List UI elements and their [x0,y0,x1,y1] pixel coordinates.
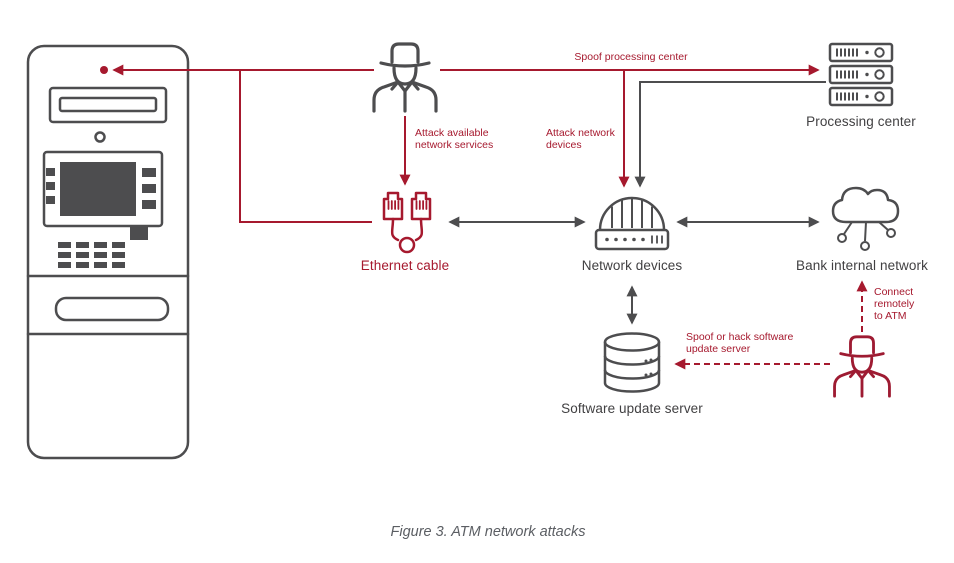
atm-machine-icon [26,44,190,460]
label-bank-internal-network: Bank internal network [796,258,928,273]
annotation-attack-available-network-services: Attack available network services [415,127,494,151]
label-processing-center: Processing center [806,114,916,129]
label-network-devices: Network devices [581,258,683,273]
annotation-spoof-or-hack-software-update-server: Spoof or hack software update server [686,331,794,355]
annotation-connect-remotely-to-atm: Connect remotely to ATM [874,286,915,322]
ethernet-connectors-icon [382,191,432,254]
annotation-attack-network-devices: Attack network devices [546,127,615,151]
atm-connection-dot [100,66,108,74]
figure-caption: Figure 3. ATM network attacks [390,524,586,540]
router-icon [594,196,670,251]
annotation-spoof-processing-center: Spoof processing center [574,51,688,63]
label-ethernet-cable: Ethernet cable [360,258,450,273]
database-icon [603,332,661,393]
cloud-network-icon [831,186,900,251]
arrow-processing-center-to-network-devices [634,81,826,188]
attacker-icon [833,335,891,398]
label-software-update-server: Software update server [561,401,703,416]
server-stack-icon [828,42,894,107]
line-atm-to-ethernet-cable [239,70,372,223]
connector-arrows [100,64,868,370]
attacker-icon [372,42,438,113]
